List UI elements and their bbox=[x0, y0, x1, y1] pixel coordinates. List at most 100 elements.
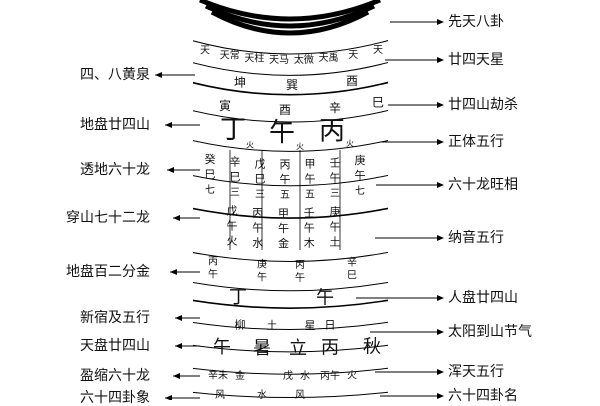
ring-toudi-num: 三 bbox=[230, 188, 240, 199]
ring-xiu-cell: 星 bbox=[305, 319, 316, 332]
ring-toudi-bot: 午 bbox=[330, 171, 341, 184]
ring-chuanshan-mid: 午 bbox=[278, 222, 289, 235]
ring-toudi-top: 丙 bbox=[280, 158, 291, 171]
ring-gua-cell: 风 bbox=[215, 389, 225, 400]
right-label: 正体五行 bbox=[448, 134, 504, 150]
left-label: 地盘百二分金 bbox=[66, 264, 150, 280]
right-label: 六十四卦名 bbox=[448, 388, 518, 404]
ring-chuanshan-top: 丙 bbox=[252, 206, 263, 219]
ring-huangquan-cell: 巽 bbox=[286, 78, 298, 92]
ring-xiu-cell: 日 bbox=[325, 319, 336, 332]
ring-huangquan-cell: 酉 bbox=[346, 74, 358, 88]
ring-star-cell: 天马 bbox=[269, 54, 289, 66]
left-arrow-head bbox=[165, 395, 172, 400]
ring-fenjin-bot: 巳 bbox=[347, 270, 357, 282]
left-arrow-head bbox=[165, 122, 172, 128]
right-arrow-head bbox=[437, 235, 444, 241]
left-arrow-head bbox=[175, 343, 182, 349]
ring-chuanshan-mid: 午 bbox=[330, 221, 341, 234]
ring-xiu-cell: 土 bbox=[267, 319, 278, 332]
ring-dipan-small-cell: 火 bbox=[296, 142, 304, 151]
ring-dipan-cell: 丁 bbox=[220, 115, 246, 145]
left-arrow-head bbox=[155, 72, 162, 78]
ring-yingsuo-cell: 火 bbox=[347, 370, 357, 382]
right-label: 六十龙旺相 bbox=[448, 177, 518, 193]
ring-renpan-cell: 午 bbox=[316, 288, 334, 309]
ring-chuanshan-bot: 水 bbox=[252, 236, 263, 249]
left-label: 盈缩六十龙 bbox=[80, 368, 150, 384]
left-label: 四、八黄泉 bbox=[80, 67, 150, 83]
right-arrow-head bbox=[437, 369, 444, 375]
ring-toudi-bot: 午 bbox=[280, 173, 291, 186]
ring-dipan-cell: 午 bbox=[269, 118, 295, 148]
ring-chuanshan-bot: 金 bbox=[278, 236, 289, 250]
ring-tianpan-cell: 丙 bbox=[321, 338, 339, 359]
right-label: 太阳到山节气 bbox=[448, 324, 532, 340]
ring-star-cell: 天 bbox=[348, 50, 358, 61]
ring-yingsuo-cell: 丙午 bbox=[320, 369, 340, 382]
ring-dipan-cell: 丙 bbox=[319, 116, 345, 146]
ring-star-cell: 天 bbox=[373, 45, 383, 56]
left-arrow-head bbox=[173, 215, 180, 221]
ring-toudi-top: 癸 bbox=[205, 152, 216, 166]
ring-xiu-cell: 柳 bbox=[235, 317, 246, 331]
left-label: 六十四卦象 bbox=[80, 390, 150, 406]
ring-jiesha-cell: 巳 bbox=[372, 95, 384, 109]
ring-dipan-small-cell: 火 bbox=[246, 141, 254, 150]
ring-chuanshan-top: 甲 bbox=[278, 207, 289, 220]
right-arrow-head bbox=[437, 182, 444, 188]
ring-jiesha-cell: 辛 bbox=[329, 101, 341, 115]
left-arrow-head bbox=[173, 373, 180, 379]
ring-fenjin-bot: 午 bbox=[208, 267, 218, 280]
right-arrow-head bbox=[437, 329, 444, 335]
ring-toudi-num: 七 bbox=[355, 185, 365, 197]
ring-star-cell: 天柱 bbox=[244, 51, 264, 64]
ring-fenjin-bot: 午 bbox=[295, 271, 305, 284]
ring-jiesha-cell: 酉 bbox=[279, 103, 291, 117]
ring-toudi-num: 五 bbox=[280, 190, 290, 201]
ring-chuanshan-top: 庚 bbox=[330, 205, 341, 219]
ring-jiesha-cell: 寅 bbox=[219, 98, 231, 113]
ring-star-cell: 太微 bbox=[294, 53, 314, 66]
ring-tianpan-cell: 秋 bbox=[363, 337, 381, 358]
ring-gua-cell: 风 bbox=[295, 389, 305, 400]
ring-fenjin-top: 丙 bbox=[295, 260, 305, 271]
ring-toudi-top: 辛 bbox=[230, 155, 241, 169]
ring-toudi-bot: 午 bbox=[355, 169, 366, 182]
ring-chuanshan-mid: 午 bbox=[227, 220, 238, 233]
right-arrow-head bbox=[437, 57, 444, 63]
right-label: 纳音五行 bbox=[448, 230, 504, 246]
ring-yingsuo-cell: 戊 bbox=[283, 370, 293, 382]
right-arrow-head bbox=[437, 139, 444, 145]
left-arrow-head bbox=[170, 269, 177, 275]
ring-chuanshan-top: 壬 bbox=[304, 207, 315, 220]
left-label: 穿山七十二龙 bbox=[66, 210, 150, 226]
ring-chuanshan-bot: 土 bbox=[330, 236, 341, 249]
right-label: 浑天五行 bbox=[448, 364, 504, 380]
ring-chuanshan-mid: 午 bbox=[252, 221, 263, 234]
ring-toudi-bot: 巳 bbox=[255, 172, 266, 185]
ring-toudi-top: 戊 bbox=[255, 157, 266, 170]
ring-toudi-num: 七 bbox=[205, 184, 215, 196]
ring-huangquan-cell: 坤 bbox=[234, 74, 246, 89]
left-label: 天盘廿四山 bbox=[80, 338, 150, 354]
ring-toudi-bot: 巳 bbox=[230, 171, 241, 184]
left-label: 透地六十龙 bbox=[80, 162, 150, 178]
ring-tianpan-cell: 午 bbox=[213, 337, 231, 358]
ring-chuanshan-bot: 木 bbox=[304, 237, 315, 250]
ring-chuanshan-top: 戊 bbox=[227, 205, 238, 218]
ring-toudi-num: 五 bbox=[305, 190, 315, 201]
ring-fenjin-bot: 午 bbox=[257, 271, 267, 284]
ring-dipan-small-cell: 火 bbox=[346, 139, 354, 148]
right-arrow-head bbox=[437, 19, 444, 25]
ring-toudi-bot: 巳 bbox=[205, 168, 216, 181]
ring-star-cell: 天禹 bbox=[319, 51, 339, 64]
right-label: 廿四山劫杀 bbox=[448, 97, 518, 113]
ring-star-cell: 天常 bbox=[220, 48, 240, 61]
ring-toudi-top: 壬 bbox=[330, 156, 341, 169]
ring-yingsuo-cell: 水 bbox=[300, 370, 310, 382]
ring-renpan-cell: 丁 bbox=[229, 287, 247, 308]
